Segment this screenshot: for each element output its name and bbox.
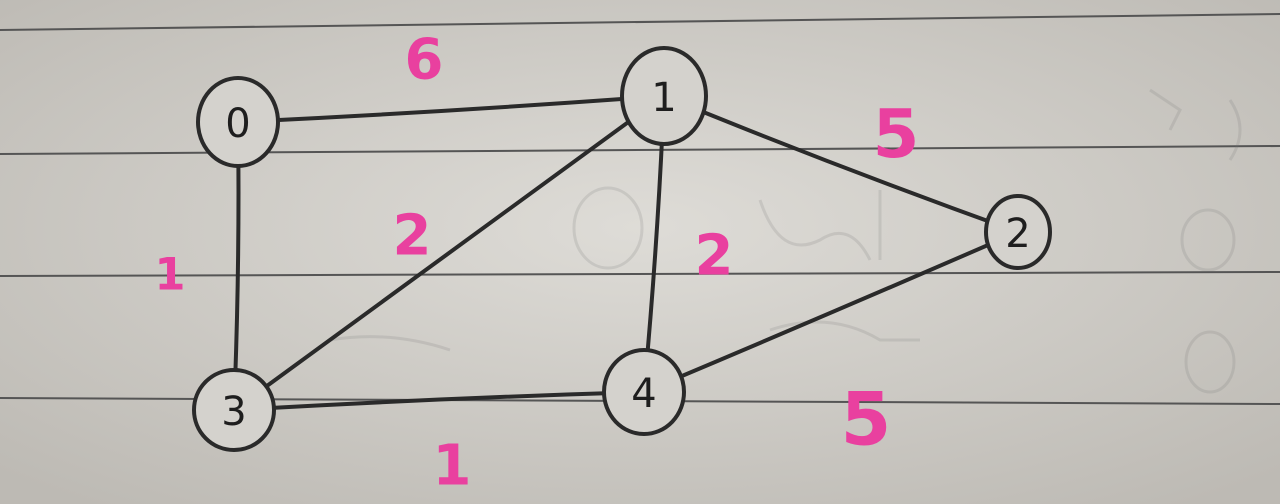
node-circle [192,368,276,452]
edge-0-1 [236,94,666,124]
node-circle [602,348,686,436]
faint-circle [1180,208,1236,272]
node-3: 3 [192,368,276,452]
node-circle [984,194,1052,270]
faint-scribble [758,190,882,261]
node-0: 0 [196,76,280,168]
node-circle [620,46,708,146]
edge-weights: 6 1 2 2 5 1 5 [154,28,919,499]
graph-nodes: 0 1 2 3 4 [192,46,1052,452]
node-label: 4 [631,371,656,417]
edge-4-2 [642,230,1020,394]
node-2: 2 [984,194,1052,270]
node-circle [196,76,280,168]
node-label: 0 [225,101,250,147]
edge-weight-1-2: 5 [873,95,920,173]
edge-weight-0-1: 6 [405,28,444,93]
bleed-through [329,88,1242,394]
edge-weight-4-2: 5 [841,378,892,463]
faint-circle [1184,330,1236,394]
ruled-line [0,271,1280,277]
node-label: 1 [651,75,676,121]
faint-circle [572,186,644,270]
node-label: 2 [1005,211,1030,257]
edge-1-3 [232,94,666,412]
faint-scribble [329,320,920,352]
edge-1-2 [662,94,1020,234]
ruled-line [0,13,1280,31]
edge-weight-1-4: 2 [695,224,734,289]
edge-weight-3-4: 1 [433,434,472,499]
node-4: 4 [602,348,686,436]
faint-scribble [1149,88,1242,161]
edge-3-4 [232,390,646,412]
node-1: 1 [620,46,708,146]
edge-weight-0-3: 1 [154,248,185,301]
edge-weight-1-3: 2 [393,204,432,269]
node-label: 3 [221,389,246,435]
